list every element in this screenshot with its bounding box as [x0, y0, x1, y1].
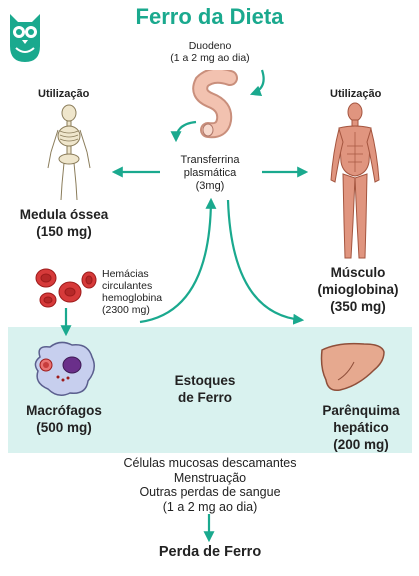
owl-logo-icon	[10, 14, 40, 62]
hemacias-line3: hemoglobina	[102, 292, 163, 304]
duodeno-name: Duodeno	[188, 40, 232, 52]
transferrina-line1: Transferrina	[180, 154, 240, 166]
arrow-duodeno-out	[170, 120, 197, 143]
parenquima-amount: (200 mg)	[333, 437, 389, 452]
estoques-line2: de Ferro	[177, 390, 232, 405]
estoques-line1: Estoques	[174, 373, 236, 388]
duodeno-amount: (1 a 2 mg ao dia)	[170, 52, 250, 64]
perdas-list: Células mucosas descamantes Menstruação …	[90, 456, 330, 514]
perdas-line1: Células mucosas descamantes	[123, 456, 297, 470]
estoques-label: Estoques de Ferro	[150, 372, 260, 406]
skeleton-icon	[47, 104, 91, 201]
parenquima-label: Parênquima hepático (200 mg)	[308, 402, 414, 453]
hemacias-line1: Hemácias	[102, 268, 149, 280]
perdas-line3: Outras perdas de sangue	[139, 485, 281, 499]
macrofagos-amount: (500 mg)	[36, 420, 92, 435]
arrow-transferrina-to-liver	[226, 199, 305, 325]
medula-name: Medula óssea	[19, 207, 109, 222]
perdas-line4: (1 a 2 mg ao dia)	[162, 499, 258, 514]
medula-label: Medula óssea (150 mg)	[10, 206, 118, 240]
hemacias-label: Hemácias circulantes hemoglobina (2300 m…	[102, 268, 182, 316]
duodenum-icon	[192, 70, 238, 139]
parenquima-line2: hepático	[333, 420, 389, 435]
medula-amount: (150 mg)	[36, 224, 92, 239]
hemacias-line2: circulantes	[102, 280, 153, 292]
transferrina-amount: (3mg)	[195, 180, 225, 192]
page-title: Ferro da Dieta	[135, 4, 284, 29]
arrow-duodeno-in	[249, 69, 265, 97]
right-utilizacao-label: Utilização	[330, 88, 382, 100]
red-blood-cells-icon	[35, 268, 97, 308]
musculo-amount: (350 mg)	[330, 299, 386, 314]
macrophage-icon	[34, 341, 95, 396]
perda-title: Perda de Ferro	[158, 544, 262, 560]
musculo-label: Músculo (mioglobina) (350 mg)	[300, 264, 416, 315]
transferrina-label: Transferrina plasmática (3mg)	[160, 154, 260, 193]
duodeno-label: Duodeno (1 a 2 mg ao dia)	[150, 40, 270, 64]
macrofagos-label: Macrófagos (500 mg)	[14, 402, 114, 436]
left-utilizacao-label: Utilização	[38, 88, 90, 100]
perdas-line2: Menstruação	[173, 470, 247, 485]
musculo-mioglobina: (mioglobina)	[317, 282, 399, 297]
hemacias-amount: (2300 mg)	[102, 304, 150, 316]
transferrina-line2: plasmática	[183, 167, 237, 179]
parenquima-line1: Parênquima	[322, 403, 400, 418]
macrofagos-name: Macrófagos	[26, 403, 102, 418]
muscle-body-icon	[330, 102, 380, 259]
liver-icon	[320, 342, 385, 392]
musculo-name: Músculo	[330, 265, 386, 280]
arrow-hemacias-to-transferrina	[139, 197, 217, 324]
